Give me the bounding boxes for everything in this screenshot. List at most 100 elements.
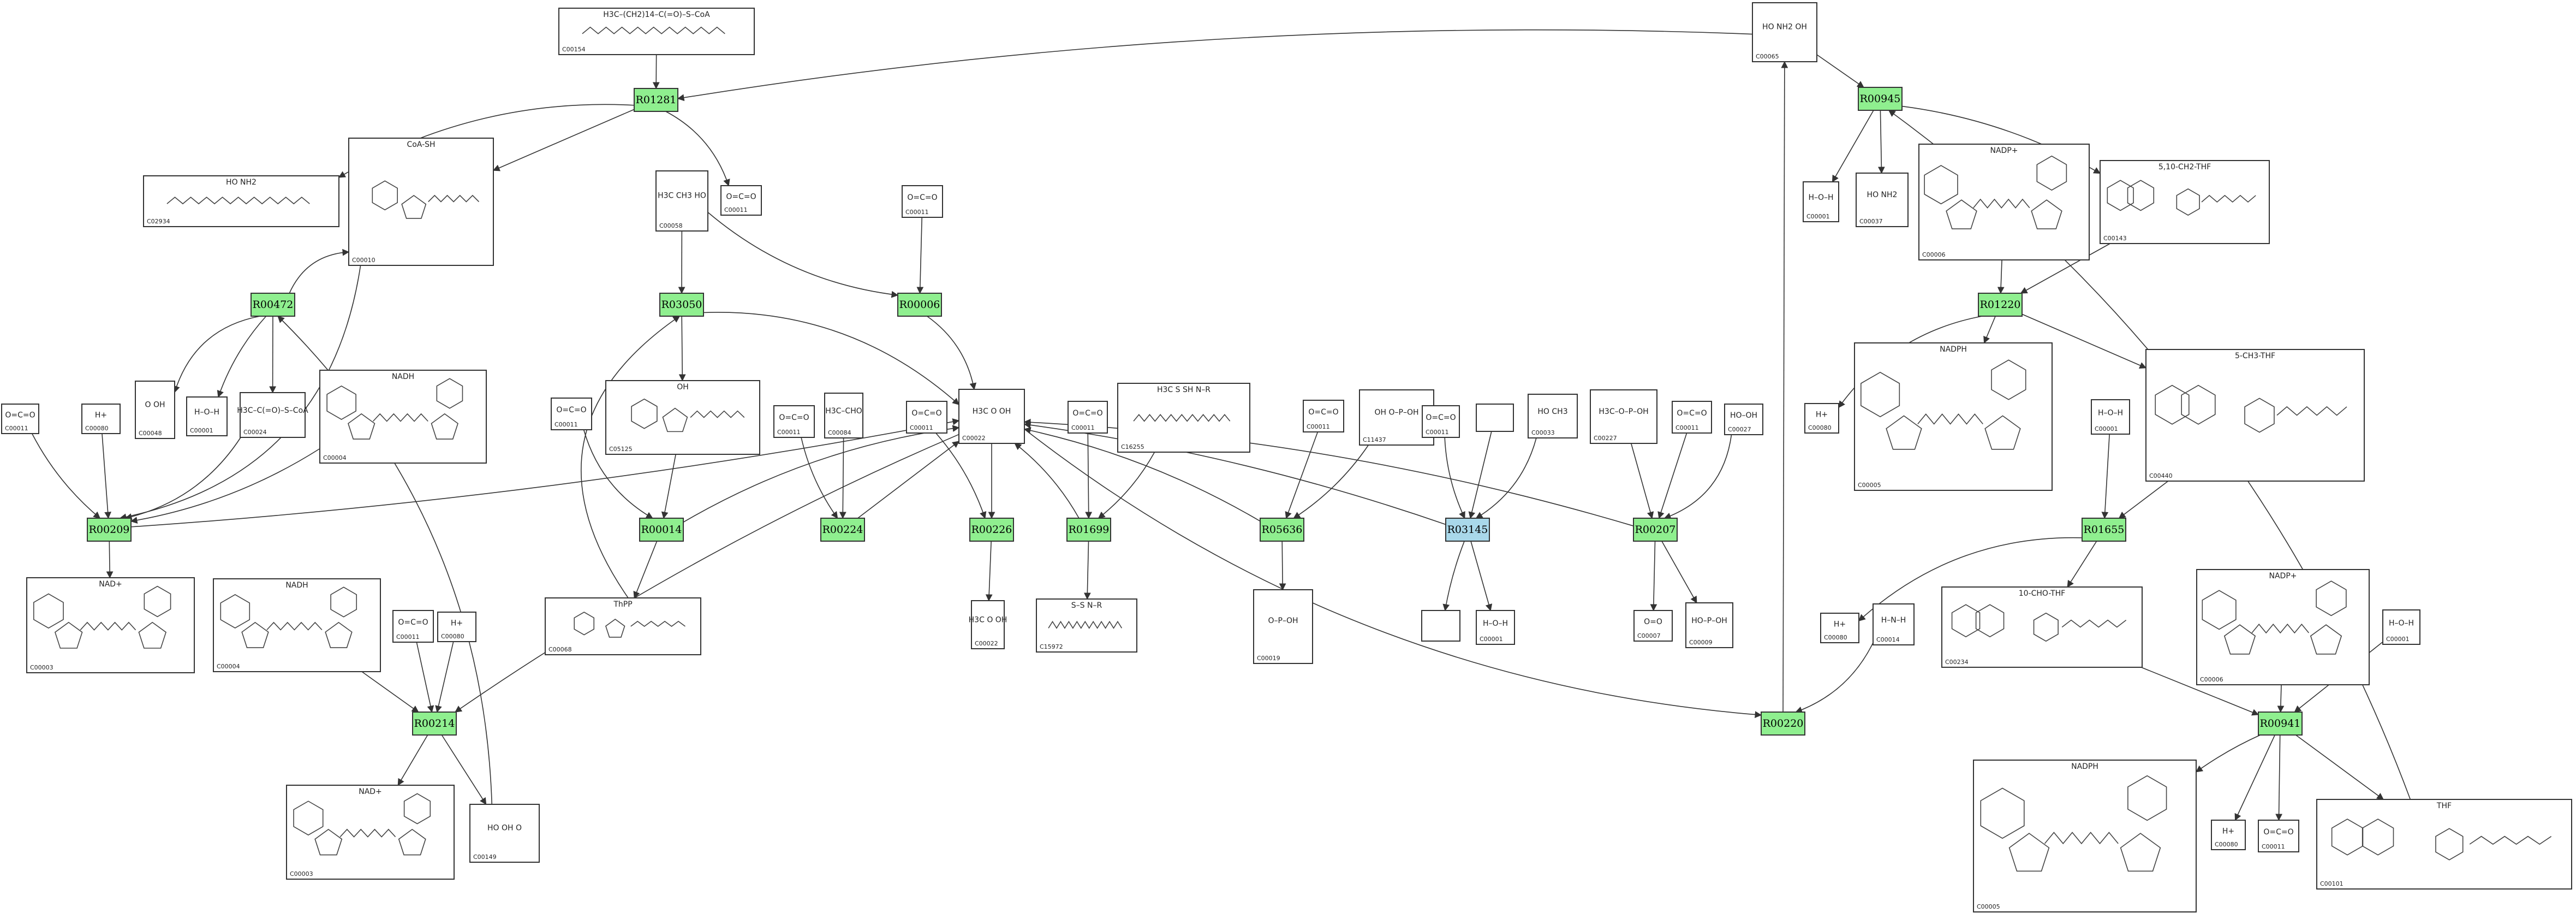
reaction-node-r00941[interactable]: R00941 (2258, 712, 2303, 736)
compound-id: C00022 (962, 435, 986, 442)
bond-line (1048, 620, 1123, 629)
reaction-node-r00472[interactable]: R00472 (251, 293, 295, 317)
reaction-node-r00945[interactable]: R00945 (1858, 87, 1903, 111)
reaction-node-r00220[interactable]: R00220 (1761, 712, 1805, 736)
reaction-box (1260, 518, 1304, 542)
reaction-box (639, 518, 684, 542)
reaction-node-r01655[interactable]: R01655 (2082, 518, 2126, 542)
reaction-node-r01281[interactable]: R01281 (634, 88, 678, 112)
reaction-box (1858, 87, 1903, 111)
compound-formula: O=C=O (398, 618, 428, 627)
compound-node-c00080[interactable]: H+C00080 (1804, 403, 1839, 434)
reaction-edge (1630, 443, 1654, 519)
bond-line (398, 828, 426, 856)
reaction-edge (1442, 541, 1465, 612)
reaction-node-r03145[interactable]: R03145 (1445, 518, 1490, 542)
reaction-node-r00006[interactable]: R00006 (897, 293, 942, 317)
compound-node-c00003[interactable]: NAD+C00003 (286, 785, 455, 880)
reaction-node-r00224[interactable]: R00224 (820, 518, 865, 542)
compound-node-c00003[interactable]: NAD+C00003 (26, 577, 195, 673)
reaction-edge (683, 425, 960, 523)
compound-node-c00080[interactable]: H+C00080 (437, 612, 476, 642)
compound-id: C00011 (905, 209, 929, 216)
compound-node-c00006[interactable]: NADP+C00006 (1918, 144, 2090, 260)
reaction-node-r00226[interactable]: R00226 (969, 518, 1014, 542)
reaction-edge (2234, 734, 2275, 821)
compound-node-unlabeled[interactable] (1421, 610, 1460, 642)
compound-node-unlabeled[interactable] (1476, 404, 1514, 432)
compound-box (437, 612, 476, 642)
compound-node-c00006[interactable]: NADP+C00006 (2196, 569, 2370, 685)
compound-node-c00080[interactable]: H+C00080 (2211, 820, 2246, 850)
reaction-node-r03050[interactable]: R03050 (659, 293, 704, 317)
reaction-node-r01699[interactable]: R01699 (1066, 518, 1111, 542)
reaction-edges (31, 29, 2411, 821)
compound-id: C00019 (1257, 655, 1280, 662)
compound-box (1941, 586, 2143, 668)
reaction-edge (935, 432, 987, 519)
reaction-node-r00014[interactable]: R00014 (639, 518, 684, 542)
reaction-node-r05636[interactable]: R05636 (1260, 518, 1304, 542)
compound-node-c00080[interactable]: H+C00080 (1820, 613, 1859, 643)
compound-id: C00011 (554, 421, 578, 428)
compound-box (551, 398, 592, 430)
compound-id: C00048 (139, 430, 162, 437)
reaction-node-r01220[interactable]: R01220 (1978, 293, 2023, 317)
reaction-node-r00209[interactable]: R00209 (87, 518, 132, 542)
reaction-node-r00207[interactable]: R00207 (1633, 518, 1678, 542)
compound-box (1359, 389, 1434, 446)
compound-box (1752, 2, 1817, 62)
compound-node-c00080[interactable]: H+C00080 (81, 404, 121, 434)
reaction-node-r00214[interactable]: R00214 (412, 712, 457, 736)
